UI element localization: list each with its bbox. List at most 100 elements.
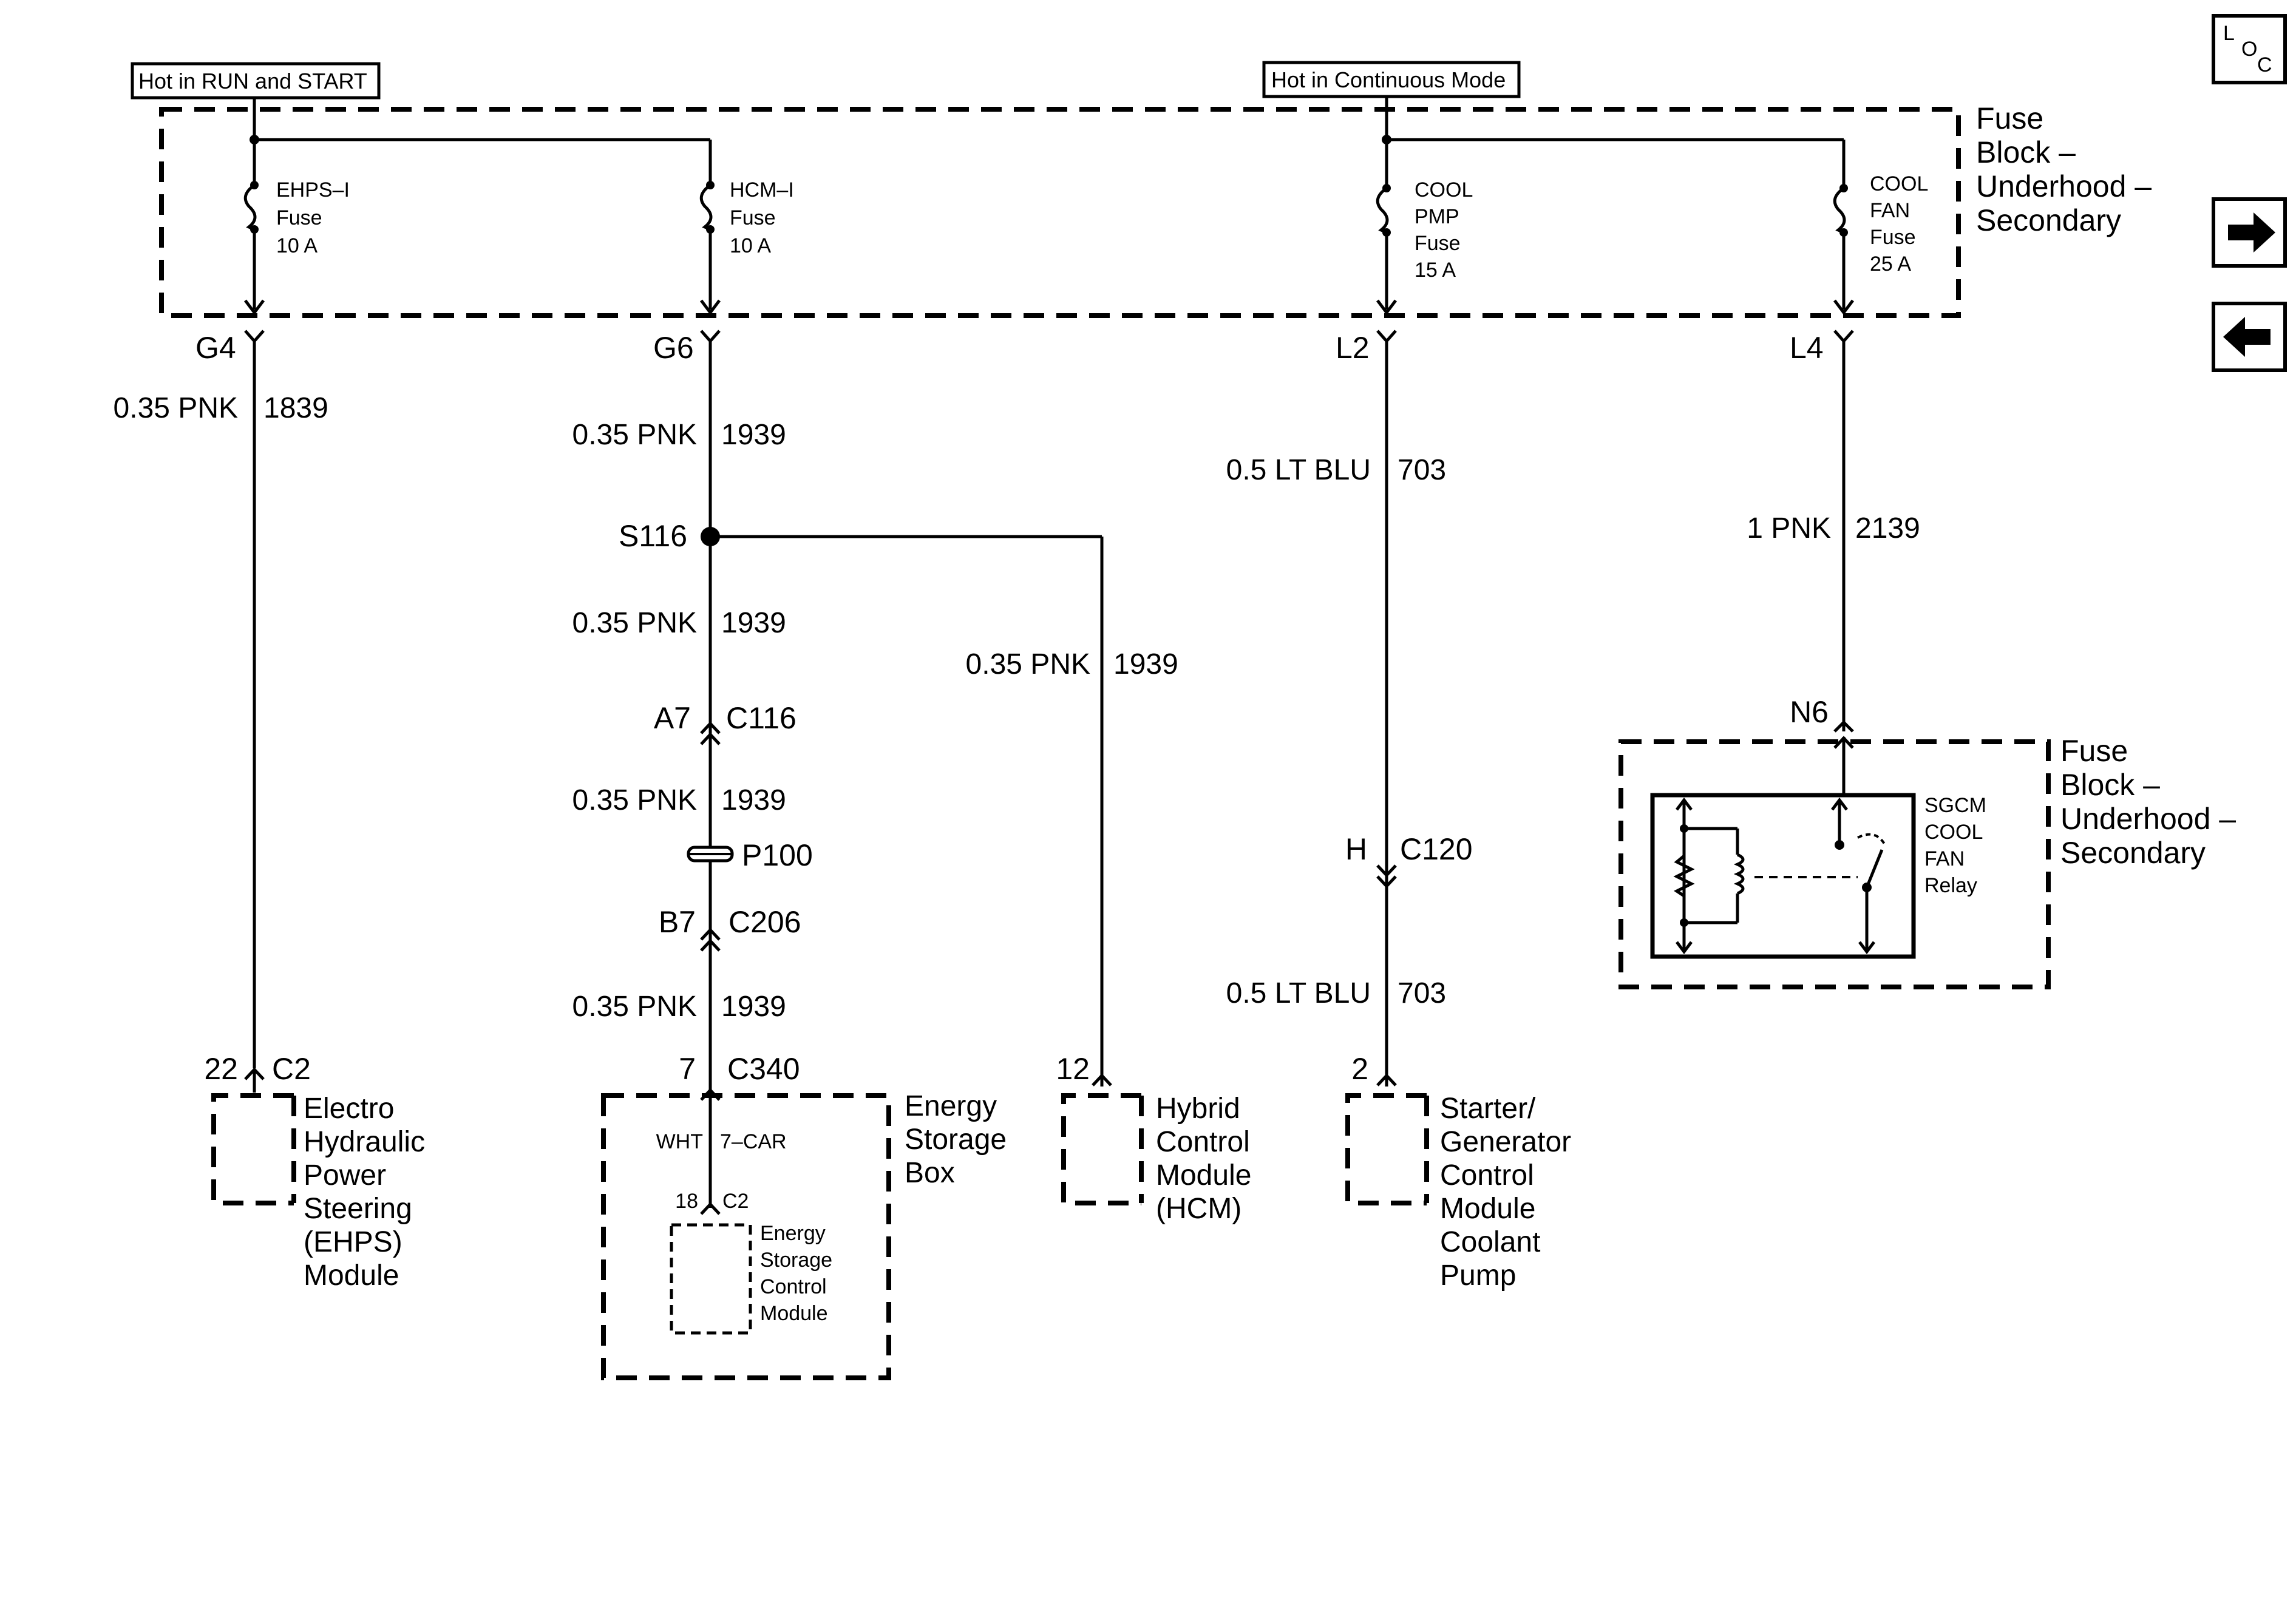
svg-text:Fuse: Fuse bbox=[1976, 101, 2043, 135]
svg-text:25 A: 25 A bbox=[1870, 253, 1911, 276]
svg-text:Generator: Generator bbox=[1440, 1126, 1571, 1158]
passthrough-p100-label: P100 bbox=[742, 838, 813, 872]
wire-1839-size: 0.35 PNK bbox=[114, 392, 238, 424]
wire-1939-d-number: 1939 bbox=[721, 991, 786, 1023]
svg-text:Power: Power bbox=[304, 1159, 386, 1192]
passthrough-p100 bbox=[687, 846, 734, 863]
escm-label: Energy Storage Control Module bbox=[760, 1222, 832, 1325]
svg-text:Fuse: Fuse bbox=[2060, 734, 2128, 768]
fuse-block-underhood-relay bbox=[1618, 739, 2051, 989]
svg-text:Control: Control bbox=[1156, 1126, 1250, 1158]
locator-c: C bbox=[2257, 53, 2272, 76]
connector-c120-pin: H bbox=[1345, 832, 1367, 866]
hcm-module-label: Hybrid Control Module (HCM) bbox=[1156, 1093, 1251, 1225]
connector-c120 bbox=[1376, 864, 1397, 889]
svg-text:Coolant: Coolant bbox=[1440, 1226, 1540, 1258]
svg-text:SGCM: SGCM bbox=[1924, 794, 1986, 817]
svg-text:Steering: Steering bbox=[304, 1193, 412, 1225]
hot-in-run-start-text: Hot in RUN and START bbox=[138, 69, 367, 93]
ehps-i-fuse-label: EHPS–I Fuse 10 A bbox=[276, 178, 350, 257]
svg-text:Module: Module bbox=[760, 1302, 828, 1325]
wire-1939-branch-number: 1939 bbox=[1113, 648, 1178, 680]
svg-text:Box: Box bbox=[905, 1157, 955, 1189]
terminal-g4: G4 bbox=[195, 331, 236, 365]
wire-1939-b-size: 0.35 PNK bbox=[572, 607, 697, 639]
previous-page-button[interactable] bbox=[2212, 302, 2287, 372]
sgcm-cool-fan-relay-label: SGCM COOL FAN Relay bbox=[1924, 794, 1986, 897]
svg-text:Block –: Block – bbox=[2060, 768, 2160, 802]
locator-l: L bbox=[2223, 22, 2235, 45]
svg-text:Module: Module bbox=[1440, 1193, 1535, 1225]
hcm-pin: 12 bbox=[1056, 1052, 1090, 1086]
svg-text:HCM–I: HCM–I bbox=[730, 178, 794, 202]
hot-in-run-start-label: Hot in RUN and START bbox=[131, 62, 381, 100]
hcm-i-fuse bbox=[699, 140, 721, 316]
hot-in-continuous-text: Hot in Continuous Mode bbox=[1271, 67, 1506, 92]
next-page-button[interactable] bbox=[2212, 197, 2287, 268]
wire-1939-c-size: 0.35 PNK bbox=[572, 784, 697, 816]
wire-703-a-size: 0.5 LT BLU bbox=[1226, 454, 1371, 486]
ehps-module-box bbox=[211, 1093, 294, 1205]
escm-pin: 18 bbox=[675, 1190, 698, 1213]
svg-text:Underhood –: Underhood – bbox=[2060, 802, 2236, 836]
energy-box-wire-id: 7–CAR bbox=[720, 1130, 787, 1153]
c340-connector: C340 bbox=[727, 1052, 800, 1086]
hot-in-continuous-label: Hot in Continuous Mode bbox=[1262, 61, 1521, 98]
svg-text:Module: Module bbox=[1156, 1159, 1251, 1192]
terminal-l2: L2 bbox=[1336, 331, 1370, 365]
escm-terminal-mark bbox=[700, 1202, 721, 1215]
svg-text:Fuse: Fuse bbox=[730, 206, 776, 229]
svg-text:10 A: 10 A bbox=[276, 234, 318, 257]
svg-text:Secondary: Secondary bbox=[2060, 836, 2206, 870]
energy-storage-box bbox=[601, 1093, 891, 1380]
wire-1939-c-number: 1939 bbox=[721, 784, 786, 816]
cool-fan-fuse bbox=[1833, 140, 1854, 316]
svg-text:Energy: Energy bbox=[760, 1222, 826, 1245]
svg-text:Fuse: Fuse bbox=[1415, 232, 1461, 255]
connector-c206 bbox=[700, 927, 721, 952]
svg-text:COOL: COOL bbox=[1415, 178, 1473, 202]
ehps-connector: C2 bbox=[272, 1052, 311, 1086]
svg-text:(EHPS): (EHPS) bbox=[304, 1226, 402, 1258]
svg-text:COOL: COOL bbox=[1924, 821, 1983, 844]
terminal-l4: L4 bbox=[1790, 331, 1824, 365]
right-arrow-icon bbox=[2228, 212, 2275, 253]
svg-text:Relay: Relay bbox=[1924, 874, 1977, 897]
wire-1939-d-size: 0.35 PNK bbox=[572, 991, 697, 1023]
svg-text:Pump: Pump bbox=[1440, 1259, 1516, 1292]
svg-text:Hybrid: Hybrid bbox=[1156, 1093, 1240, 1125]
hcm-module-box bbox=[1061, 1093, 1141, 1205]
connector-c116-name: C116 bbox=[726, 701, 796, 735]
svg-text:Fuse: Fuse bbox=[1870, 226, 1916, 249]
wire-2139-size: 1 PNK bbox=[1747, 512, 1831, 544]
svg-text:Energy: Energy bbox=[905, 1090, 997, 1122]
connector-c116 bbox=[700, 721, 721, 745]
svg-text:FAN: FAN bbox=[1924, 847, 1965, 870]
svg-text:Storage: Storage bbox=[905, 1124, 1007, 1156]
locator-button[interactable]: L O C bbox=[2212, 14, 2287, 84]
hcm-terminal-mark bbox=[1092, 1073, 1112, 1086]
svg-text:Module: Module bbox=[304, 1259, 399, 1292]
ehps-module-label: Electro Hydraulic Power Steering (EHPS) … bbox=[304, 1093, 425, 1292]
c340-pin: 7 bbox=[679, 1052, 696, 1086]
wire-703-b-size: 0.5 LT BLU bbox=[1226, 977, 1371, 1009]
energy-storage-control-module-box bbox=[670, 1223, 752, 1335]
cool-pmp-fuse bbox=[1376, 140, 1397, 316]
connector-c206-pin: B7 bbox=[659, 905, 696, 939]
fuse-block-top-label: Fuse Block – Underhood – Secondary bbox=[1976, 101, 2152, 237]
relay-terminal-mark bbox=[1833, 720, 1854, 733]
locator-o: O bbox=[2241, 38, 2257, 61]
svg-text:EHPS–I: EHPS–I bbox=[276, 178, 350, 202]
svg-text:Block –: Block – bbox=[1976, 135, 2076, 169]
svg-text:Control: Control bbox=[1440, 1159, 1534, 1192]
connector-c116-pin: A7 bbox=[654, 701, 691, 735]
wire-703-b-number: 703 bbox=[1398, 977, 1446, 1009]
ehps-i-fuse bbox=[243, 140, 265, 316]
sgcm-cool-fan-relay bbox=[1650, 793, 1916, 959]
svg-text:Control: Control bbox=[760, 1275, 827, 1298]
cool-fan-fuse-label: COOL FAN Fuse 25 A bbox=[1870, 172, 1928, 276]
svg-text:PMP: PMP bbox=[1415, 205, 1459, 228]
terminal-g6: G6 bbox=[653, 331, 694, 365]
connector-c206-name: C206 bbox=[729, 905, 801, 939]
